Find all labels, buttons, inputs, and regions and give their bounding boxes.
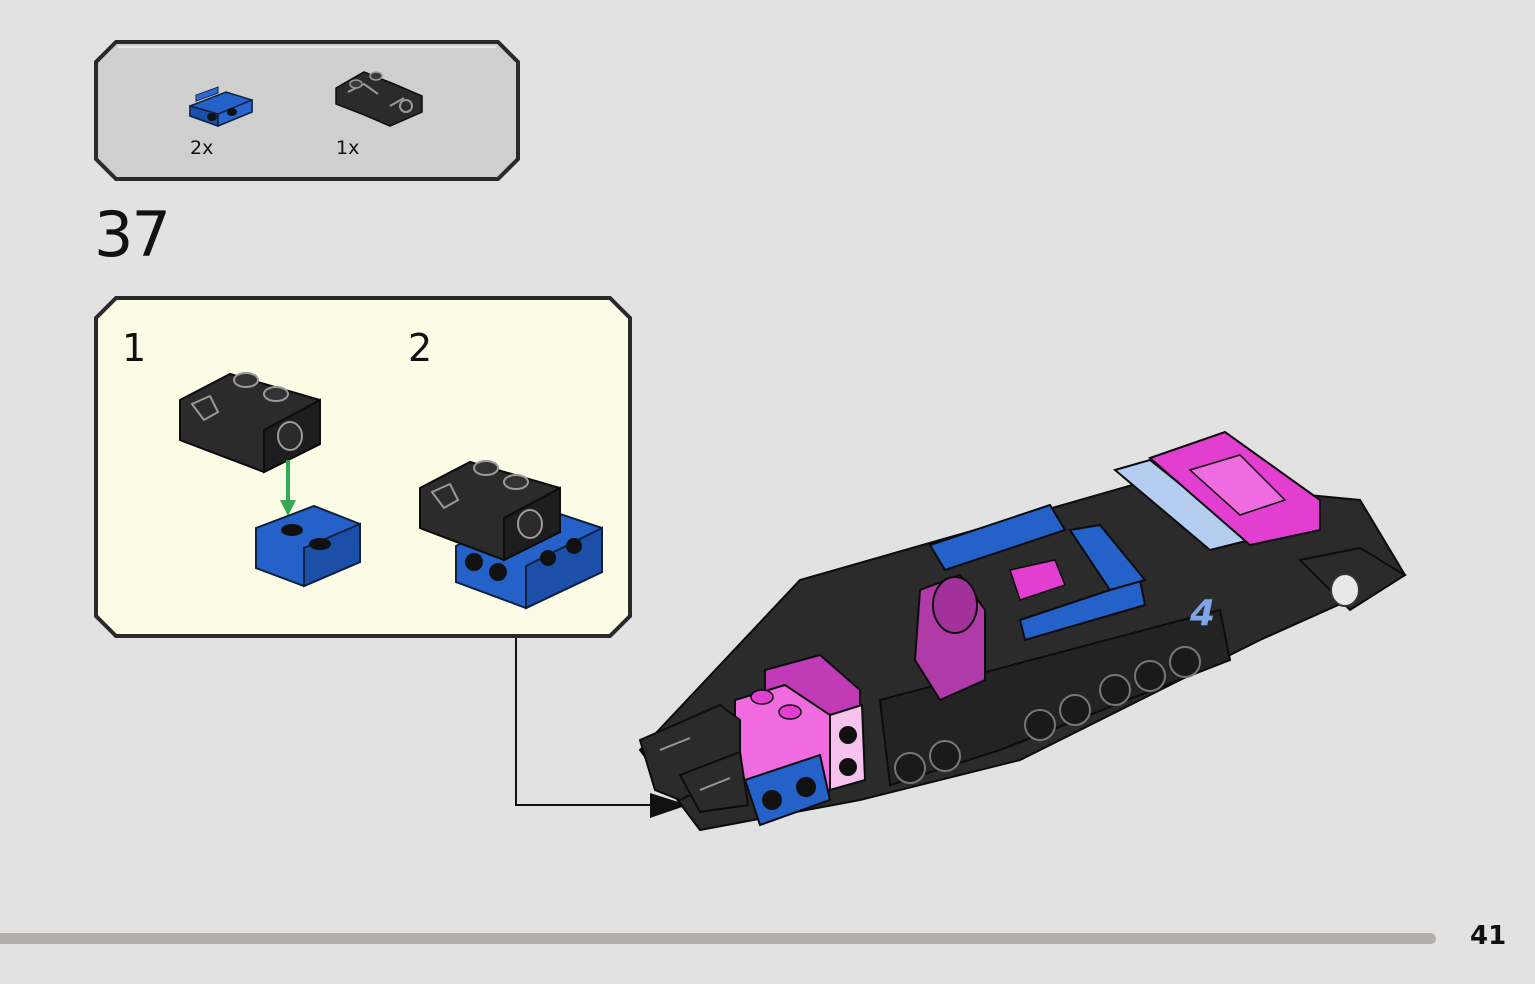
step-number: 37 (94, 198, 171, 271)
progress-bar (0, 933, 1436, 944)
part-quantity-1: 2x (190, 137, 213, 159)
parts-list-panel: 2x 1x (94, 40, 520, 181)
svg-text:4: 4 (1189, 593, 1215, 634)
substep-1-illustration (179, 372, 361, 588)
subassembly-callout (94, 296, 632, 638)
blue-bracket-plate-icon (189, 86, 253, 128)
substep-2-illustration (419, 460, 603, 610)
page-number: 41 (1470, 921, 1507, 951)
substep-number-2: 2 (408, 326, 433, 370)
part-quantity-2: 1x (336, 137, 359, 159)
substep-number-1: 1 (122, 326, 147, 370)
black-technic-bracket-icon (335, 71, 423, 127)
